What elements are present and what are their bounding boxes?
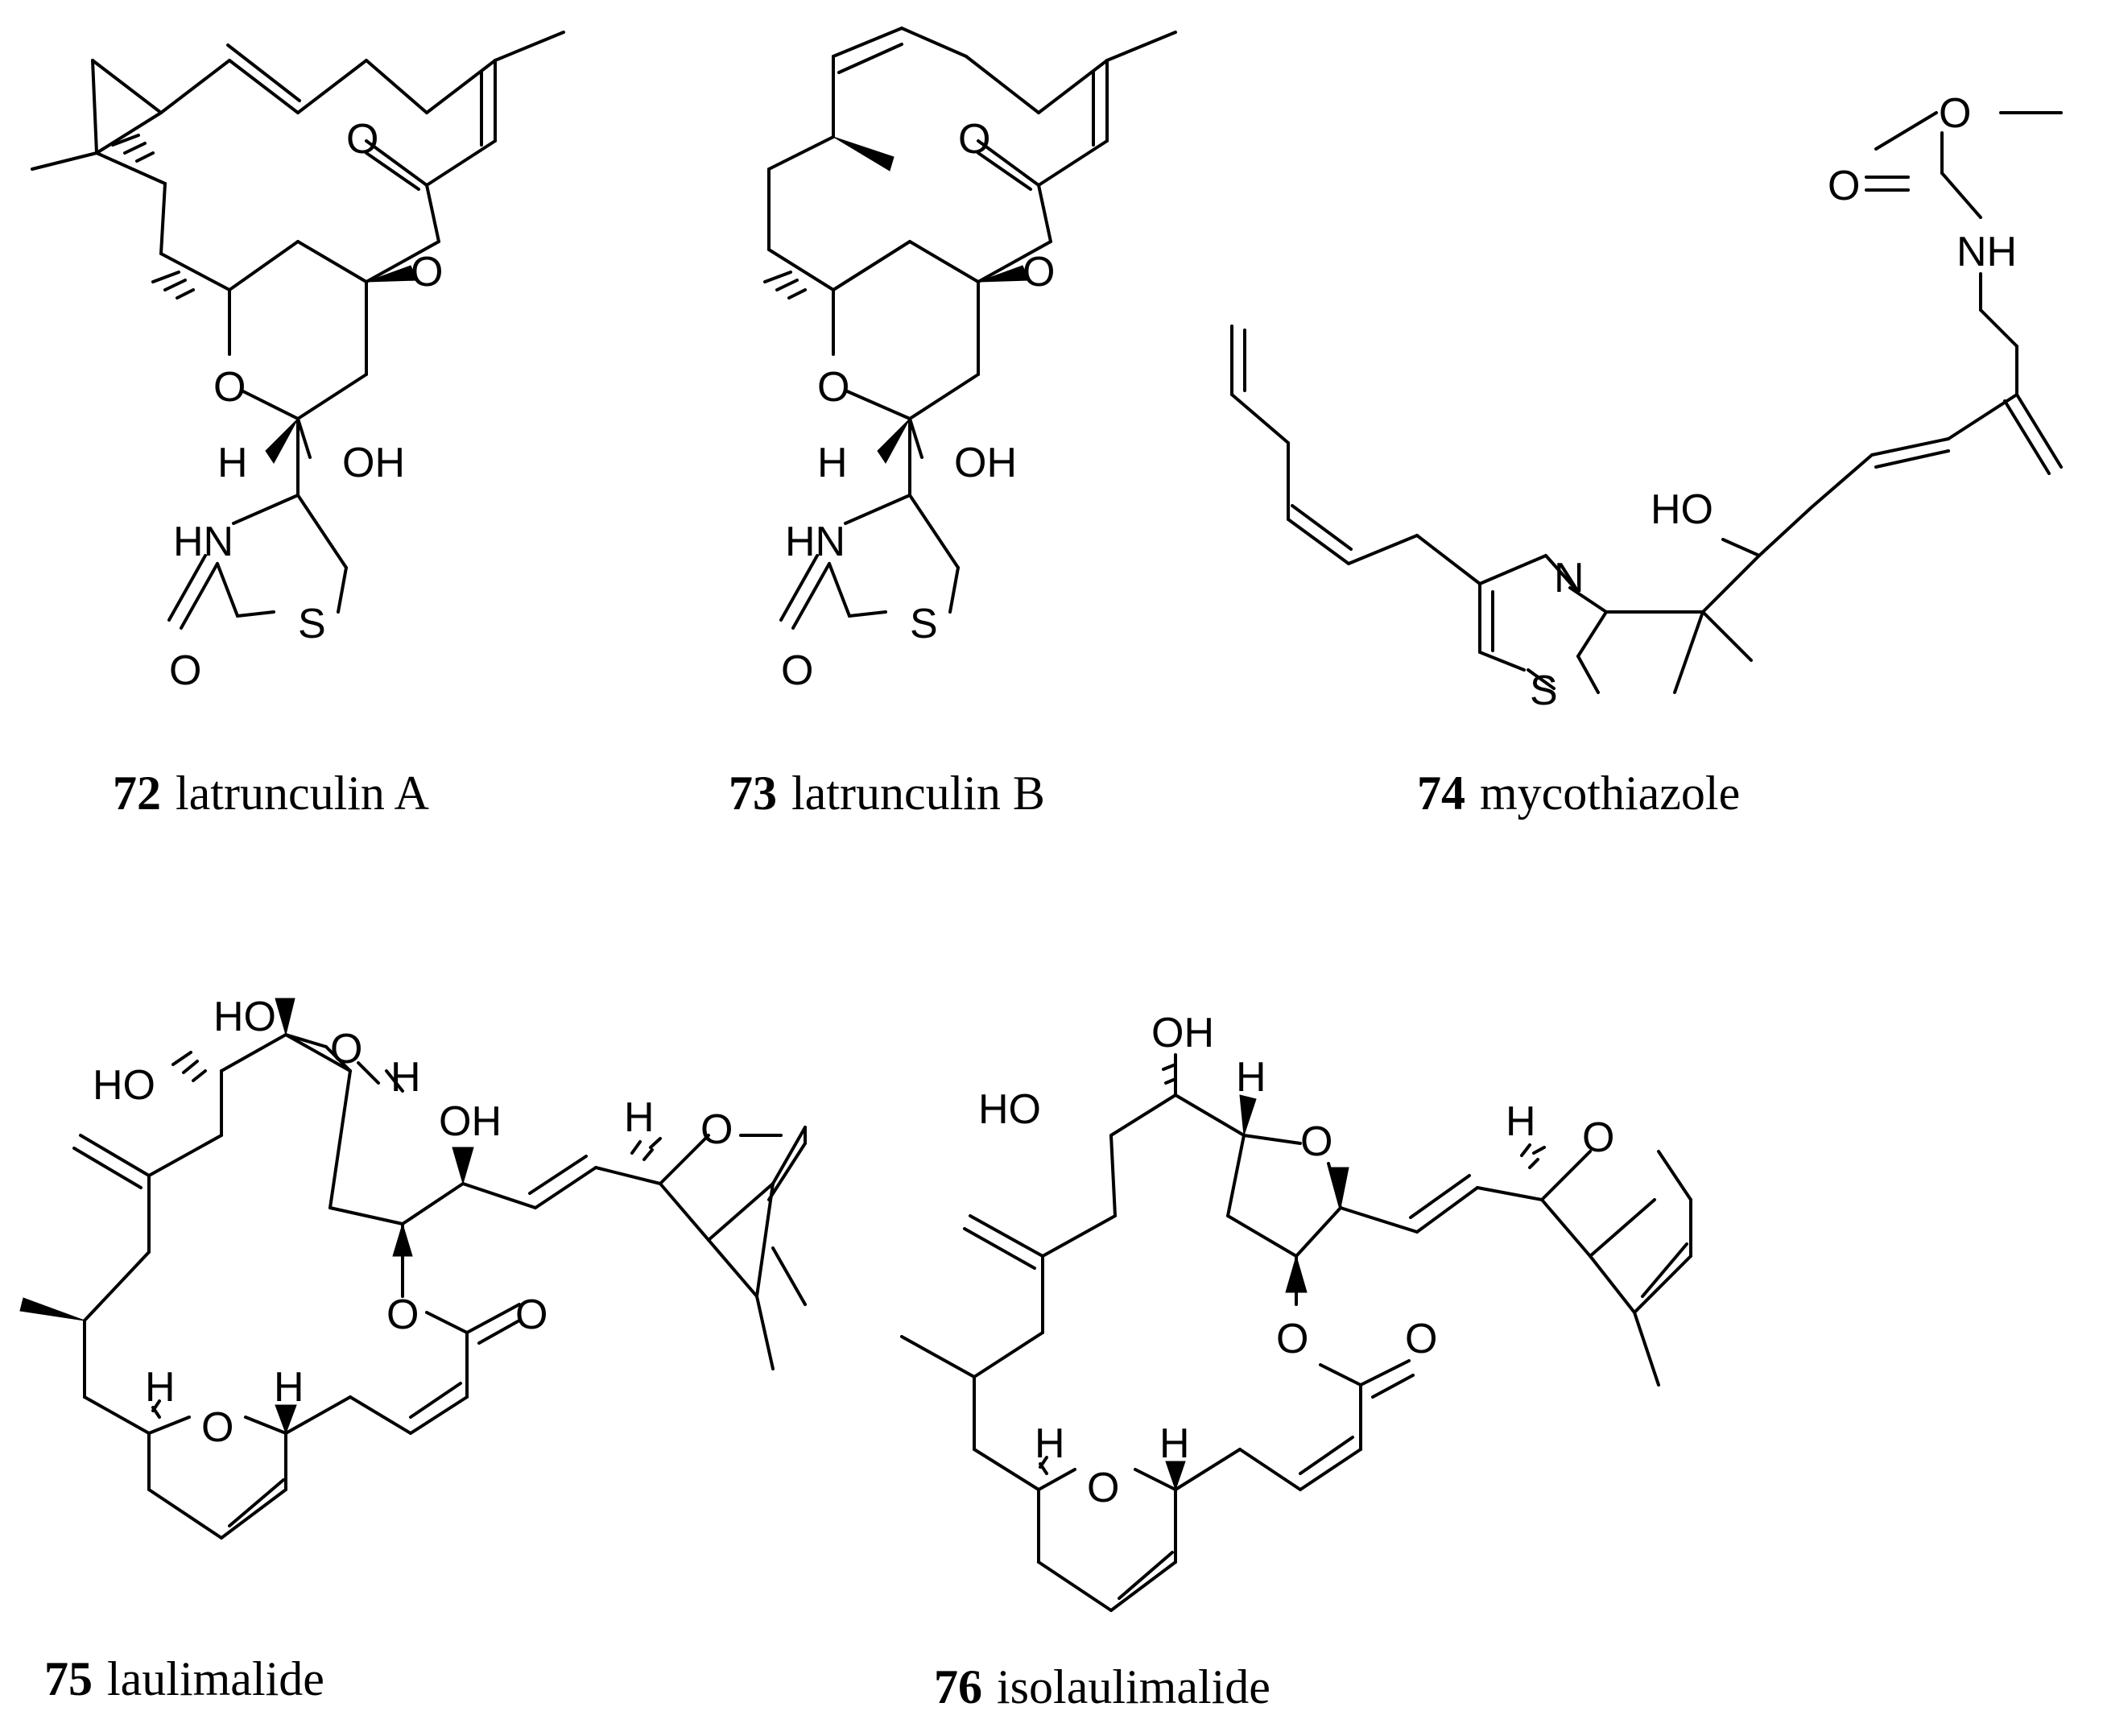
compound-number: 76: [934, 1660, 982, 1713]
compound-72-structure: O O O OH H HN S O: [31, 31, 565, 694]
atom-label: HO: [978, 1086, 1041, 1133]
atom-label: O: [201, 1404, 233, 1451]
atom-label: O: [1300, 1118, 1332, 1165]
atom-label: HO: [213, 994, 276, 1040]
atom-label: O: [1276, 1316, 1308, 1362]
atom-label: H: [1159, 1420, 1190, 1467]
compound-75-structure: HO HO O H OH H O O O H O H: [19, 994, 807, 1540]
compound-74-caption: 74 mycothiazole: [1417, 767, 1740, 820]
atom-label: O: [781, 647, 813, 694]
atom-label: H: [145, 1364, 176, 1411]
compound-76-caption: 76 isolaulimalide: [934, 1660, 1270, 1713]
compound-number: 72: [113, 767, 161, 820]
compound-name: isolaulimalide: [997, 1660, 1270, 1713]
atom-label: O: [958, 116, 990, 163]
atom-label: H: [624, 1094, 655, 1141]
atom-label: H: [217, 440, 248, 486]
atom-label: O: [1023, 249, 1055, 296]
atom-label: OH: [439, 1098, 502, 1145]
atom-label: O: [346, 116, 378, 163]
atom-label: O: [700, 1106, 733, 1153]
atom-label: O: [169, 647, 201, 694]
atom-label: O: [1828, 163, 1860, 209]
atom-label: H: [1506, 1098, 1536, 1145]
atom-label: O: [515, 1292, 547, 1338]
atom-label: S: [910, 601, 938, 647]
atom-label: HO: [1651, 486, 1713, 533]
atom-label: H: [817, 440, 848, 486]
atom-label: HN: [785, 519, 845, 565]
atom-label: OH: [954, 440, 1017, 486]
atom-label: N: [1554, 555, 1584, 601]
atom-label: OH: [342, 440, 405, 486]
compound-name: mycothiazole: [1480, 767, 1740, 820]
compound-73-structure: O O O OH H HN S O: [763, 27, 1177, 694]
atom-label: O: [411, 249, 443, 296]
atom-label: H: [274, 1364, 304, 1411]
compound-number: 74: [1417, 767, 1465, 820]
atom-label: O: [1087, 1465, 1119, 1511]
atom-label: HN: [173, 519, 233, 565]
compound-number: 75: [44, 1652, 93, 1705]
compound-75-caption: 75 laulimalide: [44, 1652, 324, 1705]
atom-label: O: [213, 364, 246, 411]
compound-74-structure: O O NH HO N S: [1230, 90, 2063, 714]
atom-label: O: [1582, 1114, 1614, 1161]
atom-label: S: [298, 601, 326, 647]
atom-label: HO: [93, 1062, 155, 1109]
atom-label: O: [817, 364, 849, 411]
atom-label: O: [330, 1026, 362, 1073]
compound-name: latrunculin A: [176, 767, 429, 820]
compound-number: 73: [729, 767, 777, 820]
atom-label: H: [1035, 1420, 1065, 1467]
atom-label: H: [1236, 1054, 1266, 1101]
atom-label: O: [1939, 90, 1971, 137]
atom-label: S: [1530, 668, 1558, 714]
compound-72-caption: 72 latrunculin A: [113, 767, 429, 820]
compound-name: latrunculin B: [791, 767, 1045, 820]
atom-label: H: [390, 1054, 421, 1101]
atom-label: NH: [1956, 229, 2017, 275]
compound-name: laulimalide: [107, 1652, 324, 1705]
atom-label: OH: [1151, 1010, 1214, 1056]
compound-76-structure: OH HO H O H O O O H O H: [900, 1010, 1692, 1612]
atom-label: O: [1405, 1316, 1437, 1362]
compound-73-caption: 73 latrunculin B: [729, 767, 1045, 820]
atom-label: O: [386, 1292, 419, 1338]
